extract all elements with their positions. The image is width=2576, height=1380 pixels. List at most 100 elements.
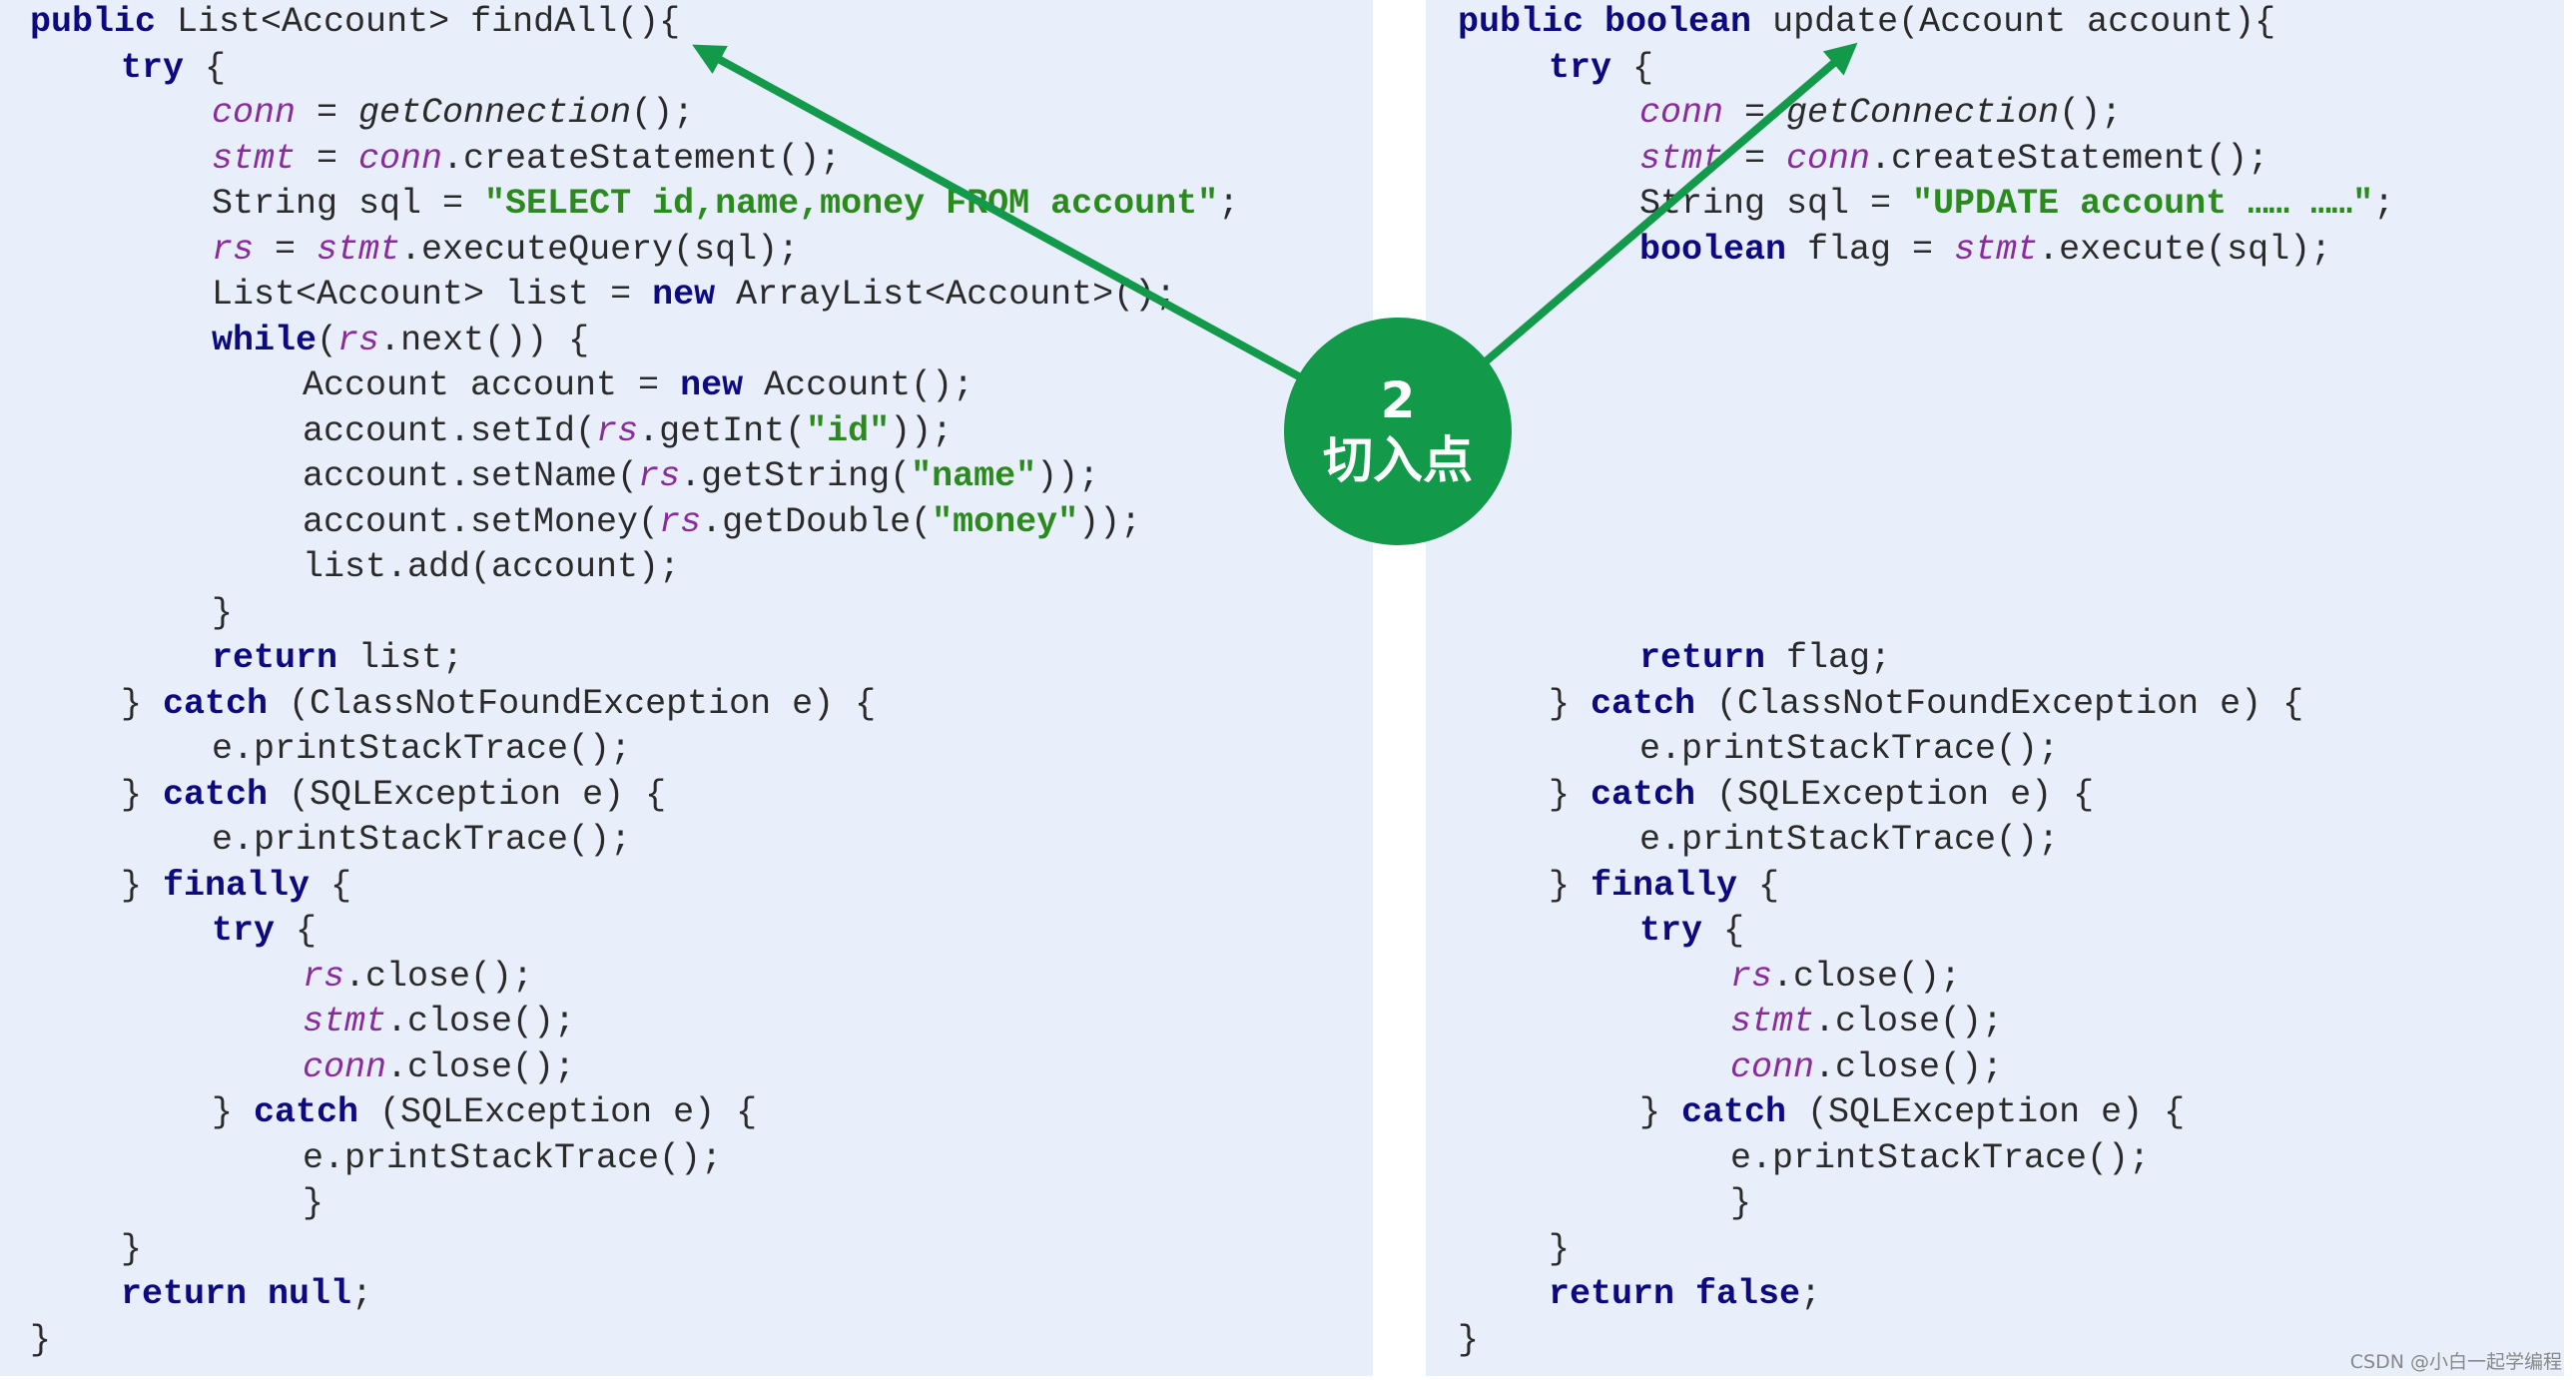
code-line: conn = getConnection(); <box>1639 91 2122 136</box>
code-line: account.setId(rs.getInt("id")); <box>303 409 953 454</box>
code-token: e.printStackTrace(); <box>1639 820 2060 860</box>
code-line: e.printStackTrace(); <box>303 1136 722 1181</box>
code-line: stmt = conn.createStatement(); <box>212 137 841 182</box>
code-token: conn <box>303 1046 387 1087</box>
code-token: .execute(sql); <box>2038 229 2332 270</box>
code-token: public boolean <box>1458 2 1773 42</box>
code-token: { <box>1737 865 1780 906</box>
code-token: List<Account> list = <box>212 275 653 315</box>
code-line: return flag; <box>1639 636 1891 681</box>
code-token: stmt <box>317 229 401 270</box>
code-line: } catch (ClassNotFoundException e) { <box>121 682 876 727</box>
code-token: ; <box>1218 184 1240 224</box>
code-line: e.printStackTrace(); <box>212 818 631 863</box>
code-token: .createStatement(); <box>442 138 842 179</box>
code-token: rs <box>1730 956 1773 997</box>
code-token: ; <box>2373 184 2395 224</box>
code-token: .close(); <box>344 956 534 997</box>
code-line: } catch (SQLException e) { <box>212 1090 757 1135</box>
code-line: } <box>1730 1181 1751 1226</box>
code-token: conn <box>358 138 443 179</box>
code-token: stmt <box>1954 229 2039 270</box>
code-token: finally <box>163 865 311 906</box>
code-token: conn <box>1730 1046 1815 1087</box>
code-token: List<Account> findAll(){ <box>177 2 681 42</box>
code-token: String sql = <box>212 184 485 224</box>
code-token: } <box>1458 1319 1480 1360</box>
code-token: stmt <box>1730 1002 1815 1041</box>
code-token: } <box>1549 774 1592 815</box>
code-token: flag = <box>1786 229 1955 270</box>
code-token: e.printStackTrace(); <box>212 729 632 769</box>
code-token: .close(); <box>1814 1002 2004 1041</box>
code-token: (SQLException e) { <box>358 1092 758 1132</box>
code-line: } <box>212 591 233 636</box>
code-line: String sql = "SELECT id,name,money FROM … <box>212 182 1239 227</box>
code-token: catch <box>163 774 269 815</box>
code-token: stmt <box>212 138 297 179</box>
code-token: return false <box>1549 1274 1801 1314</box>
code-token: { <box>310 865 352 906</box>
code-line: return false; <box>1549 1272 1821 1317</box>
code-token: conn <box>212 93 297 133</box>
code-token: .createStatement(); <box>1870 138 2269 179</box>
code-line: e.printStackTrace(); <box>1639 818 2059 863</box>
code-token: = <box>296 93 359 133</box>
code-line: } catch (SQLException e) { <box>1639 1090 2185 1135</box>
code-token: catch <box>254 1092 359 1132</box>
code-token: catch <box>1681 1092 1787 1132</box>
code-line: stmt.close(); <box>1730 1000 2003 1044</box>
code-token: list.add(account); <box>303 547 681 587</box>
code-token: conn <box>1786 138 1871 179</box>
code-line: rs.close(); <box>1730 955 1961 1000</box>
code-line: } <box>30 1318 51 1363</box>
code-line: account.setMoney(rs.getDouble("money")); <box>303 500 1141 545</box>
code-line: account.setName(rs.getString("name")); <box>303 454 1099 499</box>
code-token: = <box>1723 93 1787 133</box>
code-token: ; <box>351 1274 373 1314</box>
code-line: e.printStackTrace(); <box>212 727 631 772</box>
code-token: { <box>275 911 318 951</box>
code-line: } finally { <box>1549 864 1779 909</box>
code-line: try { <box>212 909 317 954</box>
code-token: } <box>212 1092 255 1132</box>
code-line: rs.close(); <box>303 955 533 1000</box>
code-token: catch <box>1591 683 1696 724</box>
code-token: } <box>303 1183 324 1223</box>
code-token: (ClassNotFoundException e) { <box>1695 683 2304 724</box>
code-line: e.printStackTrace(); <box>1639 727 2059 772</box>
code-token: account.setId( <box>303 410 597 451</box>
code-token: } <box>1730 1183 1752 1223</box>
code-token: new <box>652 275 716 315</box>
code-token: account.setName( <box>303 456 639 496</box>
code-token: "id" <box>806 410 891 451</box>
code-token: } <box>1549 683 1592 724</box>
code-token: new <box>680 365 744 405</box>
code-line: stmt = conn.createStatement(); <box>1639 137 2268 182</box>
code-token: catch <box>163 683 269 724</box>
code-token: return null <box>121 1274 352 1314</box>
code-line: } <box>1549 1227 1570 1272</box>
code-token: "money" <box>932 501 1079 542</box>
code-token: } <box>1639 1092 1682 1132</box>
code-token: try <box>1639 911 1703 951</box>
code-token: rs <box>596 410 639 451</box>
code-token: } <box>212 592 234 633</box>
code-line: } catch (ClassNotFoundException e) { <box>1549 682 2303 727</box>
code-line: String sql = "UPDATE account …… ……"; <box>1639 182 2394 227</box>
badge-number: 2 <box>1381 371 1416 429</box>
code-token: flag; <box>1765 638 1892 678</box>
code-line: stmt.close(); <box>303 1000 575 1044</box>
code-token: (SQLException e) { <box>268 774 667 815</box>
code-line: boolean flag = stmt.execute(sql); <box>1639 228 2331 273</box>
code-token: try <box>1549 47 1612 88</box>
code-token: .getInt( <box>638 410 807 451</box>
code-token: (); <box>2059 93 2123 133</box>
code-token: (SQLException e) { <box>1695 774 2095 815</box>
code-line: conn.close(); <box>303 1045 575 1090</box>
code-token: { <box>1702 911 1745 951</box>
code-token: )); <box>1078 501 1142 542</box>
code-panel-find-all: public List<Account> findAll(){try {conn… <box>0 0 1373 1376</box>
code-line: e.printStackTrace(); <box>1730 1136 2150 1181</box>
code-token: { <box>1611 47 1654 88</box>
